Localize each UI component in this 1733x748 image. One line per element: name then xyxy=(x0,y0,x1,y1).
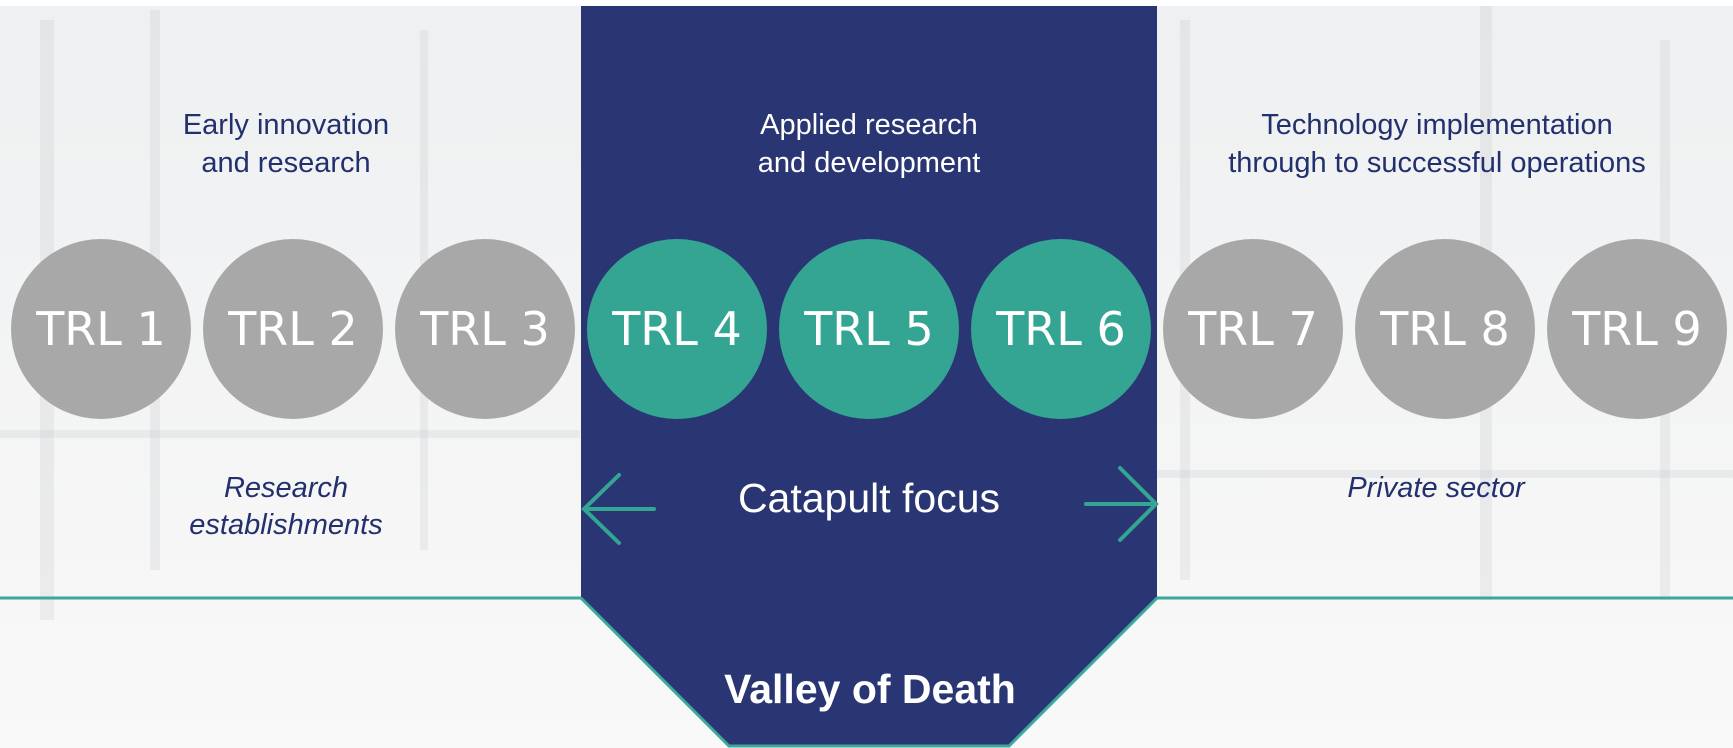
label-catapult-focus: Catapult focus xyxy=(737,475,1001,521)
valley-of-death-label: Valley of Death xyxy=(724,666,1016,712)
label-research-establishments: Research establishments xyxy=(189,472,383,541)
trl-1-circle: TRL 1 xyxy=(11,239,191,419)
heading-applied-research: Applied research and development xyxy=(757,109,981,179)
trl-2-circle: TRL 2 xyxy=(203,239,383,419)
trl-5-circle: TRL 5 xyxy=(779,239,959,419)
top-border xyxy=(0,0,1733,6)
trl-4-circle: TRL 4 xyxy=(587,239,767,419)
heading-early-innovation: Early innovation and research xyxy=(182,109,390,179)
label-private-sector: Private sector xyxy=(1347,472,1525,504)
background-texture xyxy=(1155,470,1733,478)
trl-7-circle: TRL 7 xyxy=(1163,239,1343,419)
trl-3-circle: TRL 3 xyxy=(395,239,575,419)
valley-outline xyxy=(579,596,1159,748)
trl-8-circle: TRL 8 xyxy=(1355,239,1535,419)
right-arrow-icon xyxy=(1084,466,1159,542)
trl-6-circle: TRL 6 xyxy=(971,239,1151,419)
background-texture xyxy=(0,430,580,438)
left-arrow-icon xyxy=(581,473,656,545)
trl-9-circle: TRL 9 xyxy=(1547,239,1727,419)
heading-technology-implementation: Technology implementation through to suc… xyxy=(1228,109,1646,179)
